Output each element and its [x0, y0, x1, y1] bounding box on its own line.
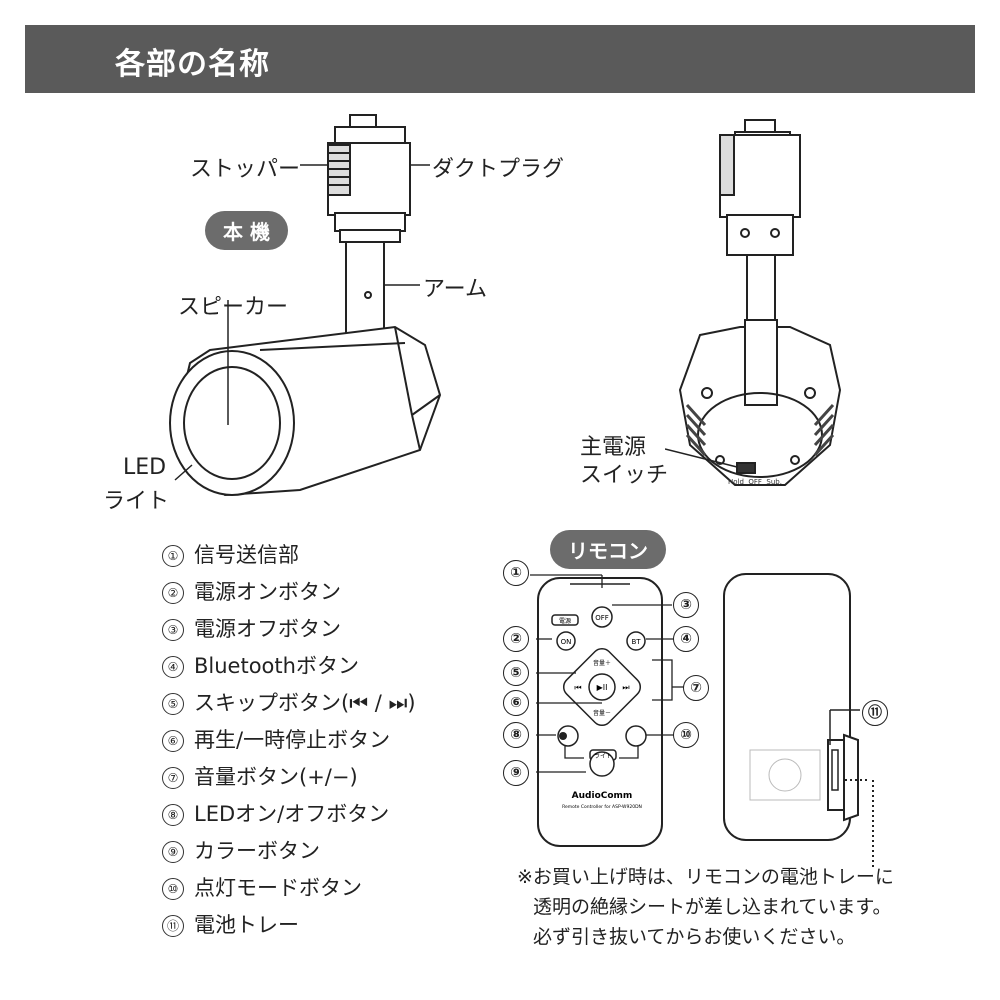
- callout-8: ⑧: [503, 722, 529, 748]
- speaker-label: スピーカー: [178, 295, 289, 320]
- remote-model: Remote Controller for ASP-W920DN: [562, 804, 642, 810]
- light-tag: ライト: [594, 753, 612, 760]
- remote-badge: リモコン: [550, 530, 666, 569]
- skip-forward-icon: ⏭: [622, 683, 629, 692]
- back-view-illustration: [665, 119, 842, 486]
- dotted-leader-line: [872, 780, 874, 870]
- bt-button-label: BT: [631, 638, 641, 646]
- callout-11: ⑪: [862, 700, 888, 726]
- main-power-switch-label-line2: スイッチ: [580, 463, 669, 488]
- remote-front-illustration: OFF ON BT 電源 音量＋ 音量－ ライト ▶II ⏮ ⏭ AudioCo…: [537, 577, 663, 847]
- callout-3: ③: [673, 592, 699, 618]
- play-pause-icon: ▶II: [597, 683, 608, 692]
- off-button-label: OFF: [595, 614, 609, 622]
- on-button-label: ON: [561, 638, 572, 646]
- note-line-2: 透明の絶縁シートが差し込まれています。: [533, 896, 892, 918]
- power-tag: 電源: [559, 617, 571, 625]
- callout-9: ⑨: [503, 760, 529, 786]
- callout-6: ⑥: [503, 690, 529, 716]
- callout-1: ①: [503, 560, 529, 586]
- note-line-1: ※お買い上げ時は、リモコンの電池トレーに: [517, 866, 894, 888]
- callout-4: ④: [673, 626, 699, 652]
- remote-brand: AudioComm: [572, 791, 633, 801]
- main-power-switch-label-line1: 主電源: [580, 435, 647, 460]
- skip-back-icon: ⏮: [574, 683, 581, 692]
- switch-position-label: Hold OFF Sub.: [728, 478, 782, 486]
- section-header: 各部の名称: [25, 25, 975, 93]
- volume-up-label: 音量＋: [593, 659, 611, 667]
- main-unit-badge: 本 機: [205, 211, 288, 250]
- callout-7: ⑦: [683, 675, 709, 701]
- duct-plug-label: ダクトプラグ: [432, 157, 565, 182]
- callout-5: ⑤: [503, 660, 529, 686]
- remote-back-illustration: [723, 573, 870, 841]
- led-light-label-line1: LED: [123, 455, 167, 480]
- callout-2: ②: [503, 626, 529, 652]
- remote-leader-lines: [530, 574, 684, 773]
- stopper-label: ストッパー: [190, 157, 301, 182]
- battery-sheet-note: ※お買い上げ時は、リモコンの電池トレーに 透明の絶縁シートが差し込まれています。…: [517, 862, 894, 952]
- callout-10: ⑩: [673, 722, 699, 748]
- main-unit-illustration: [169, 114, 442, 497]
- arm-label: アーム: [423, 277, 488, 302]
- led-light-label-line2: ライト: [103, 489, 170, 514]
- section-title: 各部の名称: [115, 47, 270, 82]
- note-line-3: 必ず引き抜いてからお使いください。: [533, 926, 856, 948]
- volume-down-label: 音量－: [593, 709, 611, 717]
